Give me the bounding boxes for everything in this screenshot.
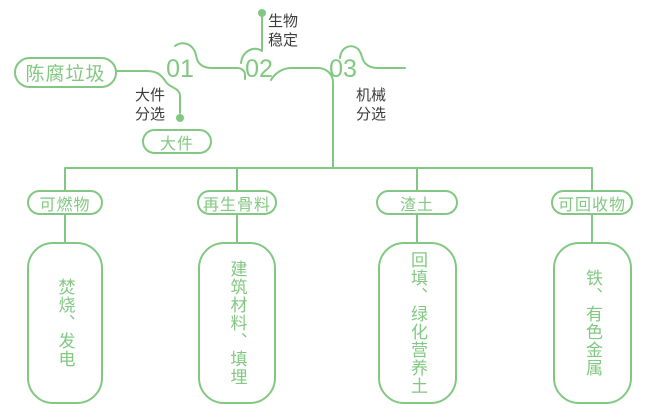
swash-over-01 bbox=[174, 42, 246, 80]
output-box-recyclables: 铁、有色金属 bbox=[553, 242, 632, 404]
output-use-label: 回填、绿化营养土 bbox=[408, 251, 427, 395]
output-box-recycled-aggregate: 建筑材料、填埋 bbox=[198, 242, 276, 404]
bulky-item-label: 大件 bbox=[159, 135, 194, 153]
category-label: 可燃物 bbox=[39, 196, 91, 214]
bulky-connector-dot bbox=[176, 114, 184, 122]
source-label: 陈腐垃圾 bbox=[25, 64, 106, 85]
line-source-to-bulky bbox=[116, 70, 181, 114]
step-label-bio-stabilization: 生物 稳定 bbox=[268, 13, 299, 49]
output-use-label: 铁、有色金属 bbox=[583, 269, 602, 377]
output-box-combustibles: 焚烧、发电 bbox=[27, 242, 103, 404]
bulky-item-node: 大件 bbox=[142, 129, 212, 154]
line-02-to-bio bbox=[240, 13, 263, 64]
output-box-slag-soil: 回填、绿化营养土 bbox=[378, 242, 457, 404]
branch-rail bbox=[64, 167, 593, 191]
category-node-recycled-aggregate: 再生骨料 bbox=[197, 190, 277, 215]
source-node: 陈腐垃圾 bbox=[14, 57, 117, 88]
bio-connector-dot bbox=[258, 9, 266, 17]
category-label: 可回收物 bbox=[557, 196, 626, 214]
output-use-label: 建筑材料、填埋 bbox=[227, 260, 247, 386]
line-02-to-trunk bbox=[270, 67, 334, 169]
category-node-combustibles: 可燃物 bbox=[27, 190, 103, 215]
output-use-label: 焚烧、发电 bbox=[55, 278, 75, 368]
step-number-03: 03 bbox=[329, 55, 357, 83]
step-number-01: 01 bbox=[166, 55, 194, 83]
category-node-recyclables: 可回收物 bbox=[551, 190, 633, 215]
category-label: 渣土 bbox=[399, 196, 434, 214]
step-label-mechanical-sorting: 机械 分选 bbox=[356, 87, 387, 123]
swash-over-03 bbox=[339, 45, 406, 69]
step-number-02: 02 bbox=[245, 55, 273, 83]
category-label: 再生骨料 bbox=[202, 196, 271, 214]
step-label-bulky-sorting: 大件 分选 bbox=[135, 87, 166, 123]
category-node-slag-soil: 渣土 bbox=[376, 190, 458, 215]
